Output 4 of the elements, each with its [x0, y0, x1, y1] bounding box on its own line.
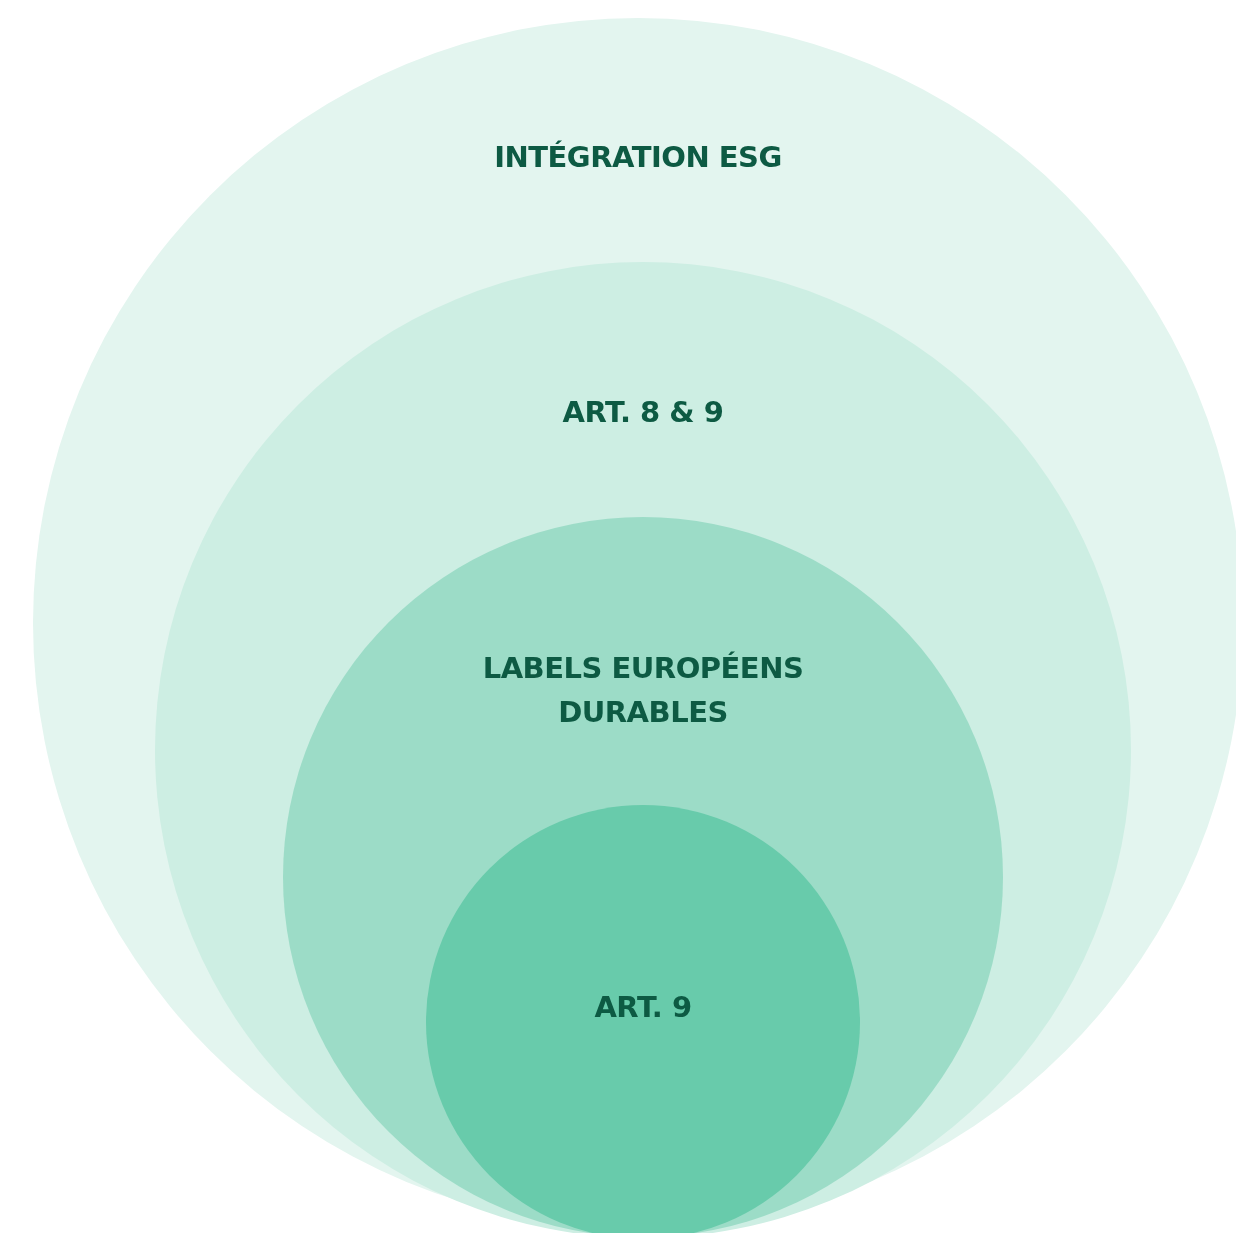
circle-label: LABELS EUROPÉENS DURABLES: [481, 649, 805, 730]
circle-label: ART. 8 & 9: [561, 394, 725, 432]
circle-label: ART. 9: [593, 989, 693, 1027]
circle-label: INTÉGRATION ESG: [493, 139, 783, 177]
